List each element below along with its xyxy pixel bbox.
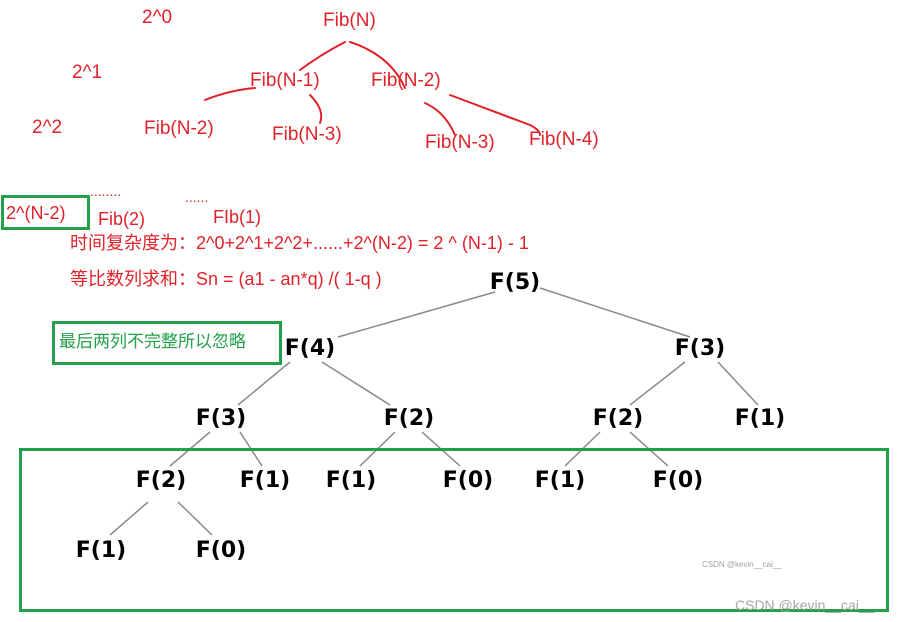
edge-f2b-f1 bbox=[109, 501, 149, 536]
f-node-l3-c: F(1) bbox=[325, 468, 377, 493]
fib-n1: Fib(N-1) bbox=[250, 70, 320, 91]
f-node-l3-d: F(0) bbox=[442, 468, 494, 493]
ellipsis-left: ........ bbox=[90, 183, 122, 199]
edge-f3r-f1 bbox=[717, 361, 759, 406]
fib-n1-right: Fib(N-3) bbox=[272, 124, 342, 145]
note-box bbox=[52, 321, 282, 365]
fib-edge-n1-right bbox=[309, 94, 323, 124]
power-label-2: 2^2 bbox=[32, 117, 63, 138]
watermark-inner: CSDN @kevin__cai__ bbox=[702, 560, 782, 569]
fib-edge-root-right bbox=[349, 41, 406, 89]
f-node-l3-b: F(1) bbox=[239, 468, 291, 493]
fib-edge-n1-left bbox=[204, 87, 256, 101]
formula-complexity: 时间复杂度为：2^0+2^1+2^2+......+2^(N-2) = 2 ^ … bbox=[70, 233, 529, 253]
f-node-l3-a: F(2) bbox=[135, 468, 187, 493]
fib-edge-n2-right bbox=[449, 94, 541, 136]
f-node-l2-c: F(2) bbox=[592, 406, 644, 431]
fib-n1-left: Fib(N-2) bbox=[144, 118, 214, 139]
fib-n2: Fib(N-2) bbox=[371, 70, 441, 91]
edge-f5-f4 bbox=[337, 291, 496, 338]
fib-edge-n2-left bbox=[424, 102, 456, 136]
watermark: CSDN @kevin__cai__ bbox=[735, 597, 875, 613]
power-label-box bbox=[1, 195, 90, 230]
edge-f3r-f2 bbox=[629, 361, 686, 406]
edge-f4-f2 bbox=[321, 361, 391, 406]
power-label-0: 2^0 bbox=[142, 7, 173, 28]
ellipsis-right: ...... bbox=[185, 189, 209, 205]
f-node-l2-d: F(1) bbox=[734, 406, 786, 431]
edge-f2b-f0 bbox=[177, 501, 213, 536]
power-label-n: 2^(N-2) bbox=[6, 203, 66, 223]
edge-f4-f3 bbox=[237, 361, 291, 406]
f-node-l4-a: F(1) bbox=[75, 538, 127, 563]
power-label-1: 2^1 bbox=[72, 62, 103, 83]
formula-geometric-sum: 等比数列求和：Sn = (a1 - an*q) /( 1-q ) bbox=[70, 269, 382, 289]
f-node-l2-a: F(3) bbox=[195, 406, 247, 431]
fib-n2-left: Fib(N-3) bbox=[425, 132, 495, 153]
f-node-l1-right: F(3) bbox=[674, 336, 726, 361]
fib-edge-root-left bbox=[299, 41, 346, 71]
fib-root: Fib(N) bbox=[323, 10, 376, 31]
f-node-l3-e: F(1) bbox=[534, 468, 586, 493]
f-node-l4-b: F(0) bbox=[195, 538, 247, 563]
fib-n2-right: Fib(N-4) bbox=[529, 129, 599, 150]
f-node-root: F(5) bbox=[489, 270, 541, 295]
f-node-l2-b: F(2) bbox=[383, 406, 435, 431]
f-node-l1-left: F(4) bbox=[284, 336, 336, 361]
note-text: 最后两列不完整所以忽略 bbox=[59, 332, 246, 352]
f-node-l3-f: F(0) bbox=[652, 468, 704, 493]
fib-last-left: Fib(2) bbox=[98, 209, 146, 229]
ignored-levels-box bbox=[19, 448, 889, 612]
fib-last-right: FIb(1) bbox=[213, 207, 262, 227]
edge-f5-f3 bbox=[539, 287, 691, 338]
